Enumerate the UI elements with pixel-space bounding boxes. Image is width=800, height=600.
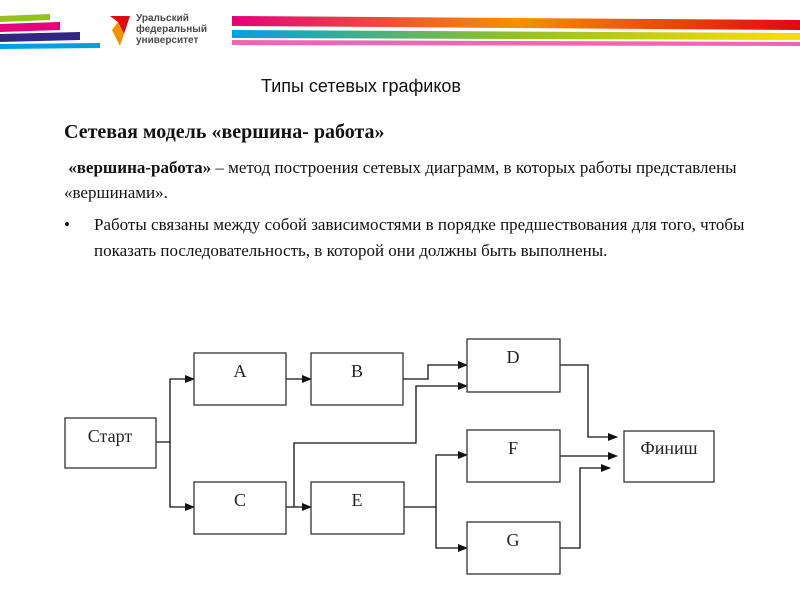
definition-paragraph: «вершина-работа» – метод построения сете…	[64, 155, 754, 205]
connector-g-finish	[560, 464, 611, 549]
slide-title: Типы сетевых графиков	[260, 76, 461, 96]
bullet-text: Работы связаны между собой зависимостями…	[94, 215, 745, 260]
section-heading: Сетевая модель «вершина- работа»	[64, 121, 385, 143]
connector-e-f	[404, 451, 468, 508]
node-b-label: B	[351, 361, 363, 381]
node-g: G	[466, 521, 561, 575]
node-f: F	[466, 429, 561, 483]
connector-b-d	[403, 361, 468, 380]
university-logo-text: Уральский федеральный университет	[136, 13, 207, 46]
university-logo-icon	[110, 16, 130, 46]
definition-text: – метод построения сетевых диаграмм, в к…	[64, 158, 737, 202]
node-finish: Финиш	[623, 430, 715, 483]
connector-c-d	[293, 382, 468, 507]
node-e-label: E	[352, 490, 363, 510]
node-finish-label: Финиш	[641, 438, 698, 458]
header-color-band	[0, 14, 800, 49]
node-d: D	[466, 338, 561, 393]
node-g-label: G	[507, 530, 520, 550]
connector-d-finish	[560, 364, 618, 441]
node-d-label: D	[507, 347, 520, 367]
node-a: A	[193, 352, 287, 406]
definition-term: «вершина-работа»	[68, 158, 212, 177]
node-start: Старт	[64, 417, 157, 469]
node-c: C	[193, 481, 287, 535]
bullet-marker: •	[64, 215, 70, 234]
node-c-label: C	[234, 490, 246, 510]
node-start-label: Старт	[88, 426, 133, 446]
node-b: B	[310, 352, 404, 406]
node-f-label: F	[508, 438, 518, 458]
connector-start-c	[169, 442, 195, 511]
node-a-label: A	[234, 361, 247, 381]
connectors	[156, 361, 618, 552]
node-e: E	[310, 481, 405, 535]
connector-e-g	[435, 507, 468, 552]
connector-start-a	[156, 375, 195, 443]
